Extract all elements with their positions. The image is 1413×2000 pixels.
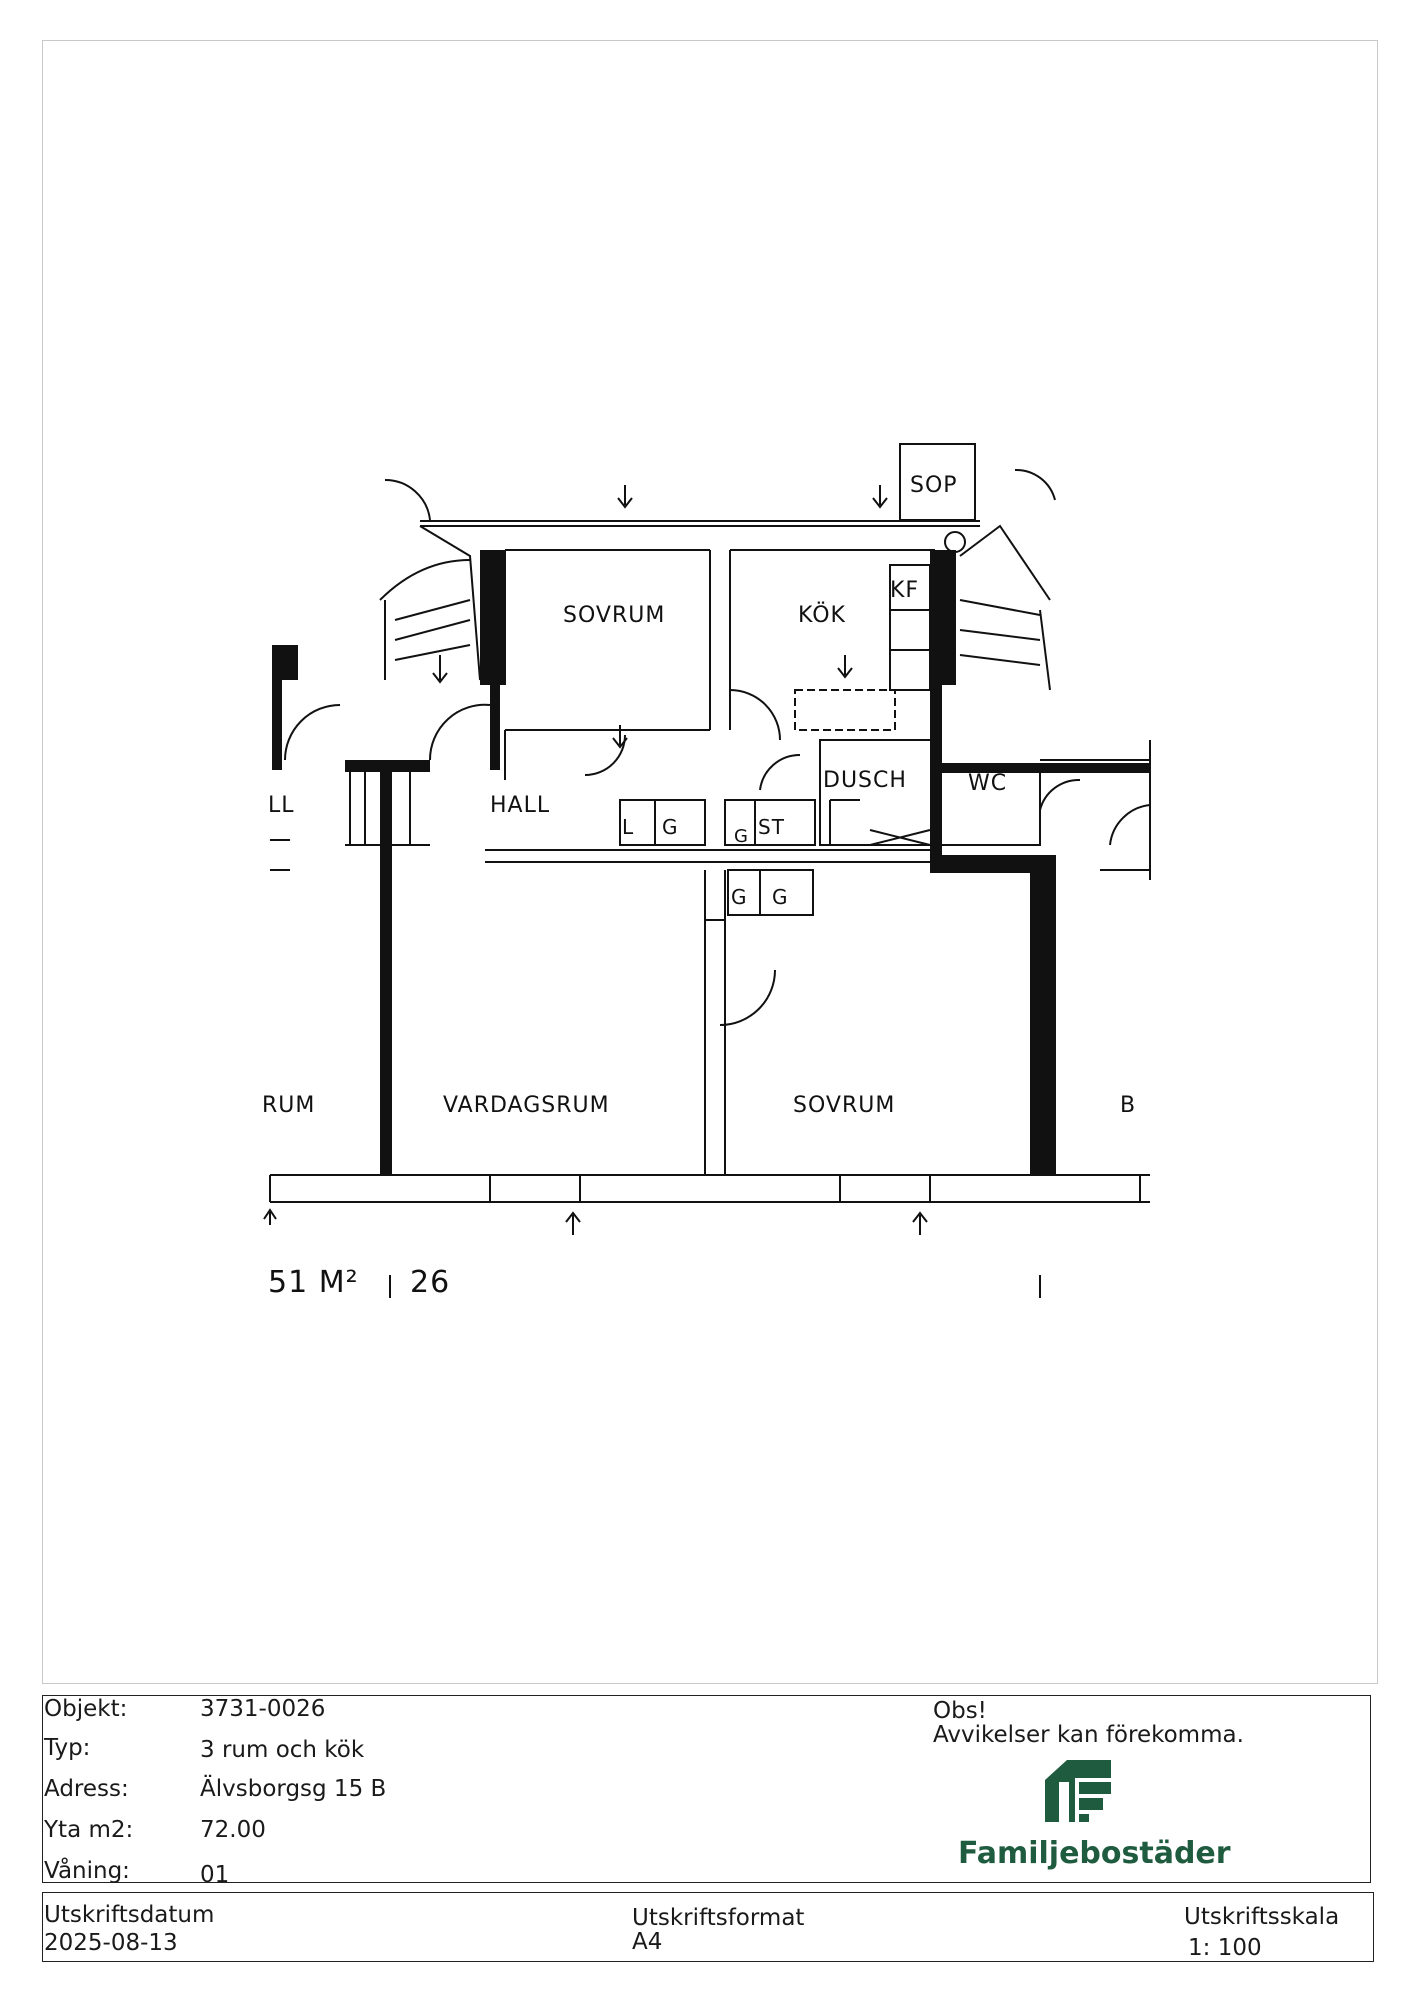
- label-wc: WC: [968, 771, 1007, 796]
- datum-value: 2025-08-13: [44, 1930, 178, 1956]
- label-balcony-right: B: [1120, 1093, 1136, 1118]
- label-kf: KF: [890, 578, 919, 603]
- label-closet-g2: G: [734, 826, 749, 847]
- format-value: A4: [632, 1929, 663, 1955]
- adress-value: Älvsborgsg 15 B: [200, 1776, 387, 1802]
- objekt-value: 3731-0026: [200, 1696, 326, 1722]
- label-sop: SOP: [910, 473, 958, 498]
- label-closet-l: L: [622, 815, 634, 839]
- label-closet-st: ST: [758, 815, 785, 839]
- typ-label: Typ:: [44, 1735, 91, 1761]
- info-box: [42, 1695, 1371, 1883]
- label-vardagsrum: VARDAGSRUM: [443, 1093, 610, 1118]
- skala-value: 1: 100: [1188, 1935, 1262, 1961]
- area-note: 51 M²: [268, 1265, 359, 1300]
- adress-label: Adress:: [44, 1776, 129, 1802]
- label-closet-g1: G: [662, 815, 679, 839]
- label-closet-g3: G: [731, 885, 748, 909]
- datum-label: Utskriftsdatum: [44, 1902, 215, 1928]
- label-kok: KÖK: [798, 602, 846, 628]
- typ-value: 3 rum och kök: [200, 1737, 365, 1763]
- objekt-label: Objekt:: [44, 1696, 128, 1722]
- label-closet-g4: G: [772, 885, 789, 909]
- format-label: Utskriftsformat: [632, 1905, 805, 1931]
- brand-name: Familjebostäder: [958, 1836, 1231, 1871]
- skala-label: Utskriftsskala: [1184, 1904, 1340, 1930]
- label-sovrum-top: SOVRUM: [563, 603, 665, 628]
- vaning-value: 01: [200, 1862, 230, 1888]
- label-hall-left: LL: [268, 793, 295, 818]
- yta-label: Yta m2:: [44, 1817, 134, 1843]
- vaning-label: Våning:: [44, 1858, 130, 1884]
- footer-box: [42, 1892, 1374, 1962]
- label-dusch: DUSCH: [823, 768, 907, 793]
- obs-title: Obs!: [933, 1698, 987, 1724]
- label-sovrum-bottom: SOVRUM: [793, 1093, 895, 1118]
- yta-value: 72.00: [200, 1817, 266, 1843]
- label-hall: HALL: [490, 793, 550, 818]
- drawing-frame: [42, 40, 1378, 1684]
- familjebostader-logo-icon: [1045, 1760, 1111, 1822]
- obs-text: Avvikelser kan förekomma.: [933, 1722, 1244, 1748]
- label-rum-left: RUM: [262, 1093, 315, 1118]
- floor-plan: SOVRUM KÖK KF SOP LL HALL DUSCH WC VARDA…: [262, 443, 1151, 1300]
- area-note-2: 26: [410, 1265, 450, 1300]
